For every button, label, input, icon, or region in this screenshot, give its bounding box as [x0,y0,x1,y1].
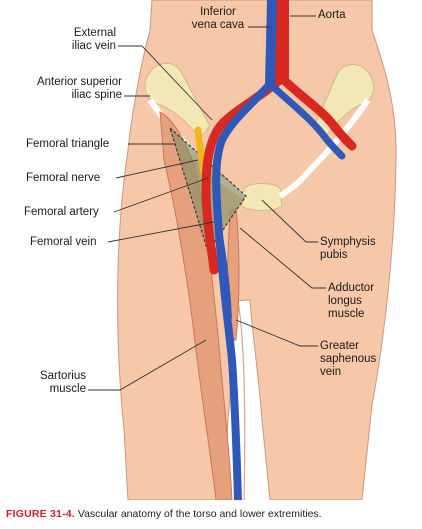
right-iliac-artery [277,73,357,151]
inferior-vena-cava [265,0,277,87]
leader-lines [88,15,326,391]
right-iliac-vein [266,80,346,160]
label-femoral-nerve: Femoral nerve [26,172,101,184]
figure-caption-text: Vascular anatomy of the torso and lower … [77,508,322,520]
left-iliac-bone [144,63,211,139]
greater-saphenous-branch [216,219,232,319]
figure-number: FIGURE 31-4. [6,508,75,520]
pubic-symphysis-bone [241,183,283,211]
inguinal-ligament-right [278,98,371,199]
label-aorta: Aorta [318,9,346,21]
label-femoral-vein: Femoral vein [30,236,97,248]
left-iliac-vein [212,80,274,500]
label-femoral-artery: Femoral artery [24,206,99,218]
anatomy-illustration [88,0,397,500]
label-femoral-triangle: Femoral triangle [26,138,110,150]
figure-caption: FIGURE 31-4. Vascular anatomy of the tor… [6,508,322,520]
inner-thigh-shade [237,299,246,500]
